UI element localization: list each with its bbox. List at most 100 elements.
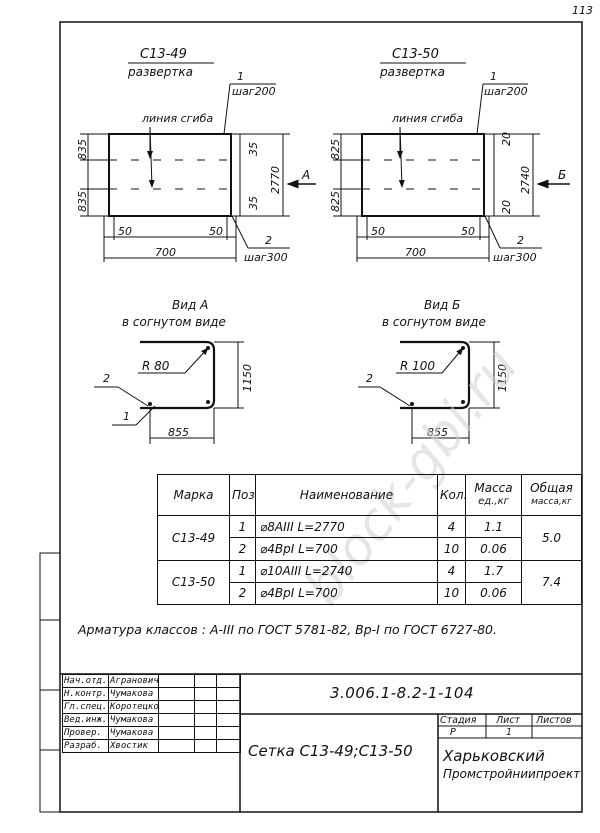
view-b-title: Вид Б: [424, 298, 460, 312]
stage-value: Р: [450, 727, 456, 738]
sheet-label: Лист: [496, 715, 521, 726]
spec-mark: С13-49: [157, 515, 230, 561]
stamp-role: Гл.спец.: [62, 700, 109, 714]
drawing-b-offset-right: 50: [461, 225, 475, 238]
drawing-b-subtitle: развертка: [379, 65, 445, 79]
spec-name: ⌀8АIII L=2770: [255, 515, 438, 539]
stamp-name: Хвостик: [108, 739, 159, 753]
stamp-name: Агранович: [108, 674, 159, 688]
sheet-value: 1: [506, 727, 513, 738]
stamp-row: Гл.спец.Коротецкой: [62, 700, 241, 714]
stamp-role: Вед.инж.: [62, 713, 109, 727]
drawing-a-width-dim: 700: [155, 246, 176, 259]
drawing-b-bend-line-label: линия сгиба: [391, 112, 463, 125]
drawing-b-right-dim-top: 20: [500, 132, 513, 146]
drawing-b-step1: шаг200: [484, 85, 528, 98]
spec-header-row: Марка Поз. Наименование Кол. Масса ед.,к…: [157, 473, 582, 517]
drawing-b-pos2: 2: [517, 234, 524, 247]
stamp-name: Чумакова: [108, 713, 159, 727]
drawing-b-width-dim: 700: [405, 246, 426, 259]
drawing-title: Сетка С13-49;С13-50: [248, 742, 413, 760]
drawing-b-left-dim-top: 825: [329, 139, 342, 160]
drawing-a-offset-right: 50: [209, 225, 223, 238]
signature-stamp: Нач.отд.Агранович Н.контр.Чумакова Гл.сп…: [62, 674, 241, 753]
spec-qty: 10: [437, 537, 466, 561]
drawing-a-height-dim: 2770: [269, 166, 282, 194]
table-row: С13-50 1 ⌀10АIII L=2740 4 1.7 7.4: [157, 559, 582, 606]
stamp-name: Коротецкой: [108, 700, 159, 714]
stamp-row: Нач.отд.Агранович: [62, 674, 241, 688]
specification-table: Марка Поз. Наименование Кол. Масса ед.,к…: [157, 473, 582, 606]
stamp-row: Разраб.Хвостик: [62, 739, 241, 753]
drawing-a-offset-left: 50: [118, 225, 132, 238]
stamp-signature: [158, 739, 195, 753]
spec-pos: 1: [229, 515, 256, 539]
spec-header-name: Наименование: [255, 473, 438, 517]
sheets-label: Листов: [536, 715, 572, 726]
view-b-pos2: 2: [366, 372, 373, 385]
stamp-name: Чумакова: [108, 687, 159, 701]
spec-qty: 10: [437, 581, 466, 606]
spec-mass: 0.06: [465, 581, 522, 606]
drawing-b-pos1: 1: [490, 70, 497, 83]
spec-pos: 2: [229, 537, 256, 561]
view-a-pos2: 2: [103, 372, 110, 385]
spec-total: 7.4: [521, 559, 582, 606]
table-row: 2 ⌀4ВрI L=700 10 0.06: [158, 581, 582, 606]
drawing-a-right-dim-top: 35: [247, 142, 260, 156]
stamp-signature: [158, 700, 195, 714]
drawing-a-name: С13-49: [140, 47, 187, 62]
view-b: Вид Б в согнутом виде R 100 1150 855 2: [358, 298, 509, 444]
drawing-b-step2: шаг300: [493, 251, 537, 264]
stamp-signature: [158, 713, 195, 727]
drawing-a-step1: шаг200: [232, 85, 276, 98]
stamp-row: Провер.Чумакова: [62, 726, 241, 740]
drawing-a-pos1: 1: [237, 70, 244, 83]
spec-qty: 4: [437, 515, 466, 539]
drawing-a-pos2: 2: [265, 234, 272, 247]
spec-header-mass-total: Общая масса,кг: [521, 473, 582, 517]
spec-mass: 0.06: [465, 537, 522, 561]
view-a-width: 855: [168, 426, 189, 439]
view-a-radius: R 80: [142, 359, 170, 373]
view-b-height: 1150: [496, 364, 509, 392]
side-strip: [39, 552, 61, 813]
view-a-subtitle: в согнутом виде: [122, 315, 226, 329]
spec-header-mass-unit: Масса ед.,кг: [465, 473, 522, 517]
spec-name: ⌀4ВрI L=700: [255, 537, 438, 561]
drawing-a-view-arrow: A: [301, 168, 310, 182]
stamp-role: Н.контр.: [62, 687, 109, 701]
stamp-row: Вед.инж.Чумакова: [62, 713, 241, 727]
drawing-a-left-dim-bottom: 835: [76, 191, 89, 212]
spec-name: ⌀10АIII L=2740: [255, 559, 438, 583]
view-a-title: Вид А: [172, 298, 208, 312]
view-b-radius: R 100: [400, 359, 435, 373]
view-a-pos1: 1: [123, 410, 130, 423]
document-code: 3.006.1-8.2-1-104: [330, 684, 475, 702]
sheet-frame: [59, 21, 583, 813]
organization-line-2: Промстройниипроект: [443, 767, 581, 781]
stamp-signature: [158, 726, 195, 740]
view-a: Вид А в согнутом виде R 80 1150 855 2 1: [94, 298, 254, 444]
spec-pos: 2: [229, 581, 256, 606]
spec-total: 5.0: [521, 515, 582, 561]
view-b-subtitle: в согнутом виде: [382, 315, 486, 329]
spec-header-pos: Поз.: [229, 473, 256, 517]
table-row: С13-49 1 ⌀8АIII L=2770 4 1.1 5.0: [157, 515, 582, 561]
drawing-a-bend-line-label: линия сгиба: [141, 112, 213, 125]
stamp-row: Н.контр.Чумакова: [62, 687, 241, 701]
spec-mass: 1.7: [465, 559, 522, 583]
drawing-b-right-dim-bottom: 20: [500, 200, 513, 214]
page-number: 113: [572, 4, 593, 17]
stamp-role: Разраб.: [62, 739, 109, 753]
drawing-a-subtitle: развертка: [127, 65, 193, 79]
view-b-width: 855: [427, 426, 448, 439]
spec-qty: 4: [437, 559, 466, 583]
view-a-height: 1150: [241, 364, 254, 392]
drawing-b-left-dim-bottom: 825: [329, 191, 342, 212]
stamp-signature: [158, 674, 195, 688]
stamp-role: Нач.отд.: [62, 674, 109, 688]
organization-line-1: Харьковский: [443, 747, 545, 765]
spec-mark: С13-50: [157, 559, 230, 606]
stage-label: Стадия: [440, 715, 477, 726]
